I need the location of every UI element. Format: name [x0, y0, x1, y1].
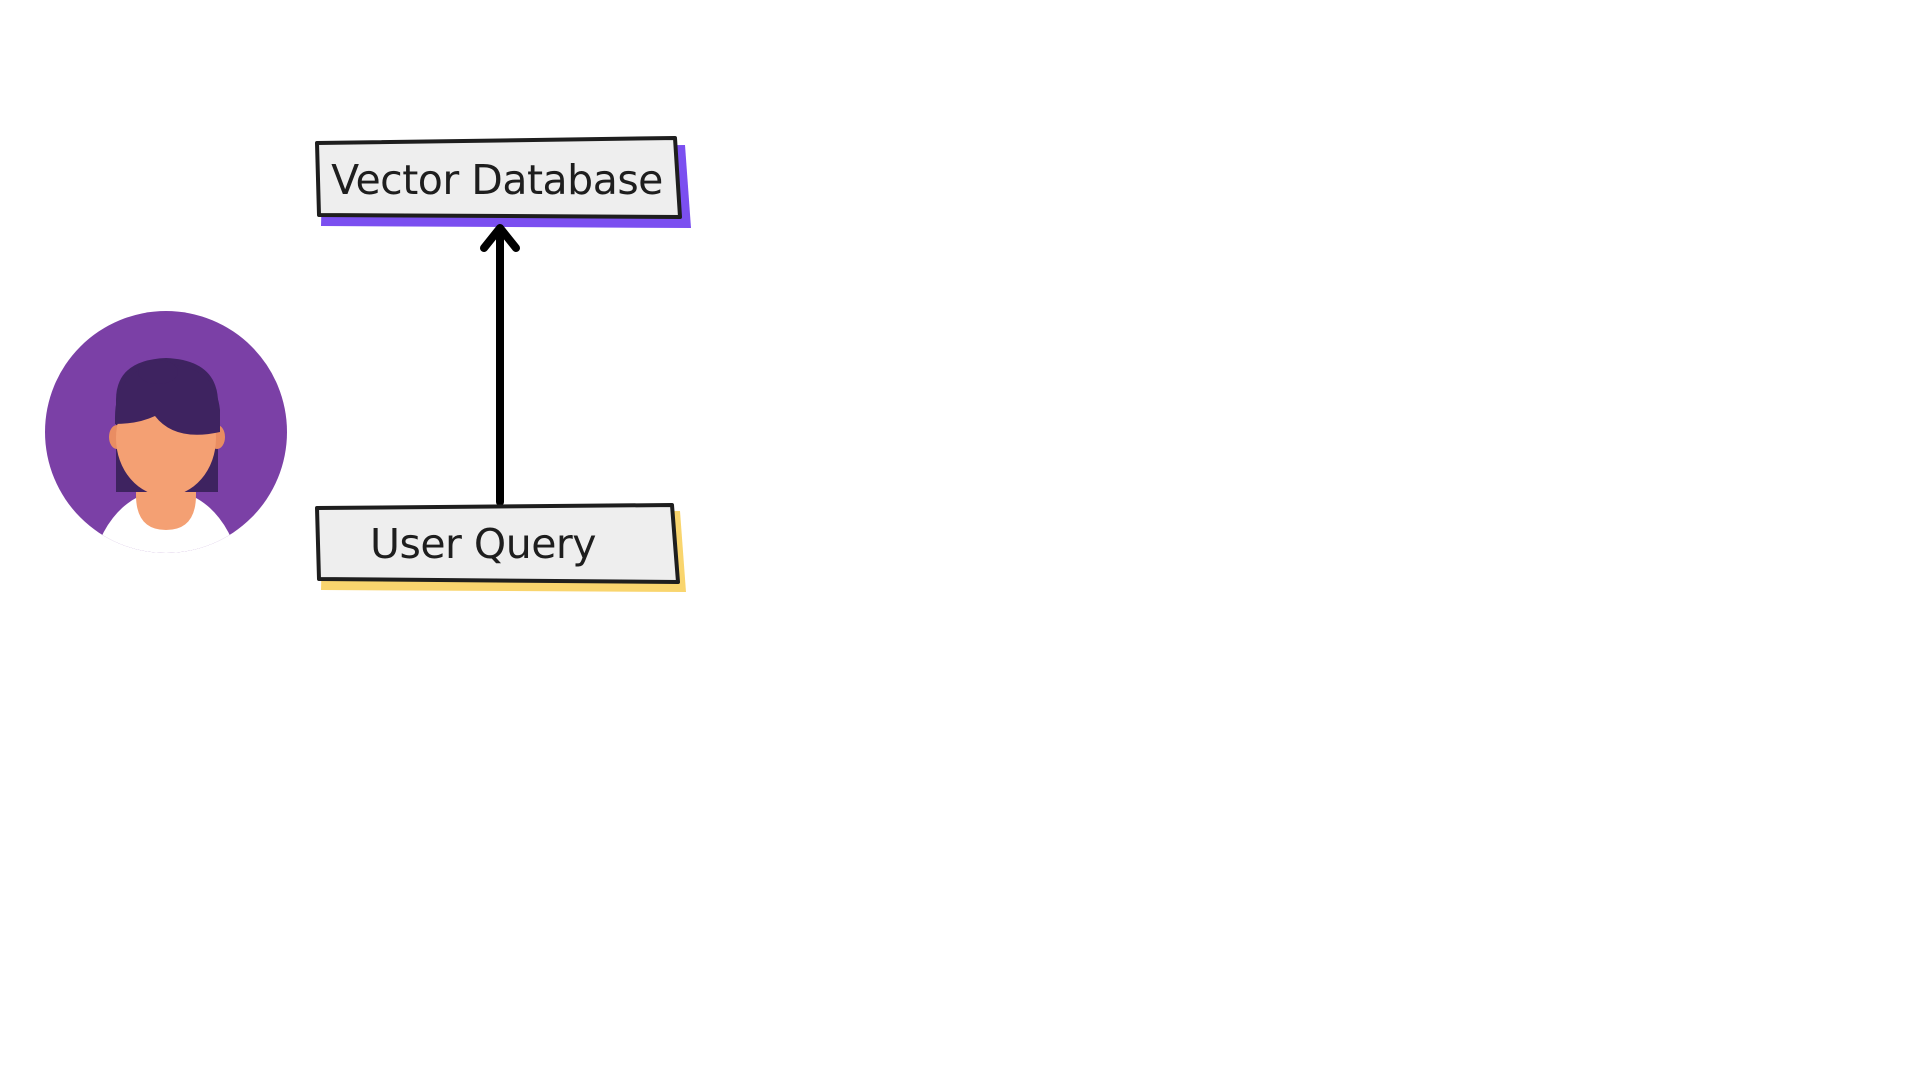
user-query-label: User Query [370, 520, 596, 568]
avatar-fringe [114, 364, 220, 435]
avatar-shoulders [91, 490, 241, 553]
vector-database-node[interactable]: Vector Database [315, 136, 691, 228]
vector-database-label: Vector Database [331, 156, 663, 204]
vector-database-box [315, 136, 682, 219]
query-to-database-arrow [480, 224, 520, 506]
avatar-hair-bun [138, 360, 178, 384]
user-avatar-icon [45, 311, 287, 553]
user-query-box [315, 503, 680, 584]
user-query-node[interactable]: User Query [315, 503, 686, 592]
